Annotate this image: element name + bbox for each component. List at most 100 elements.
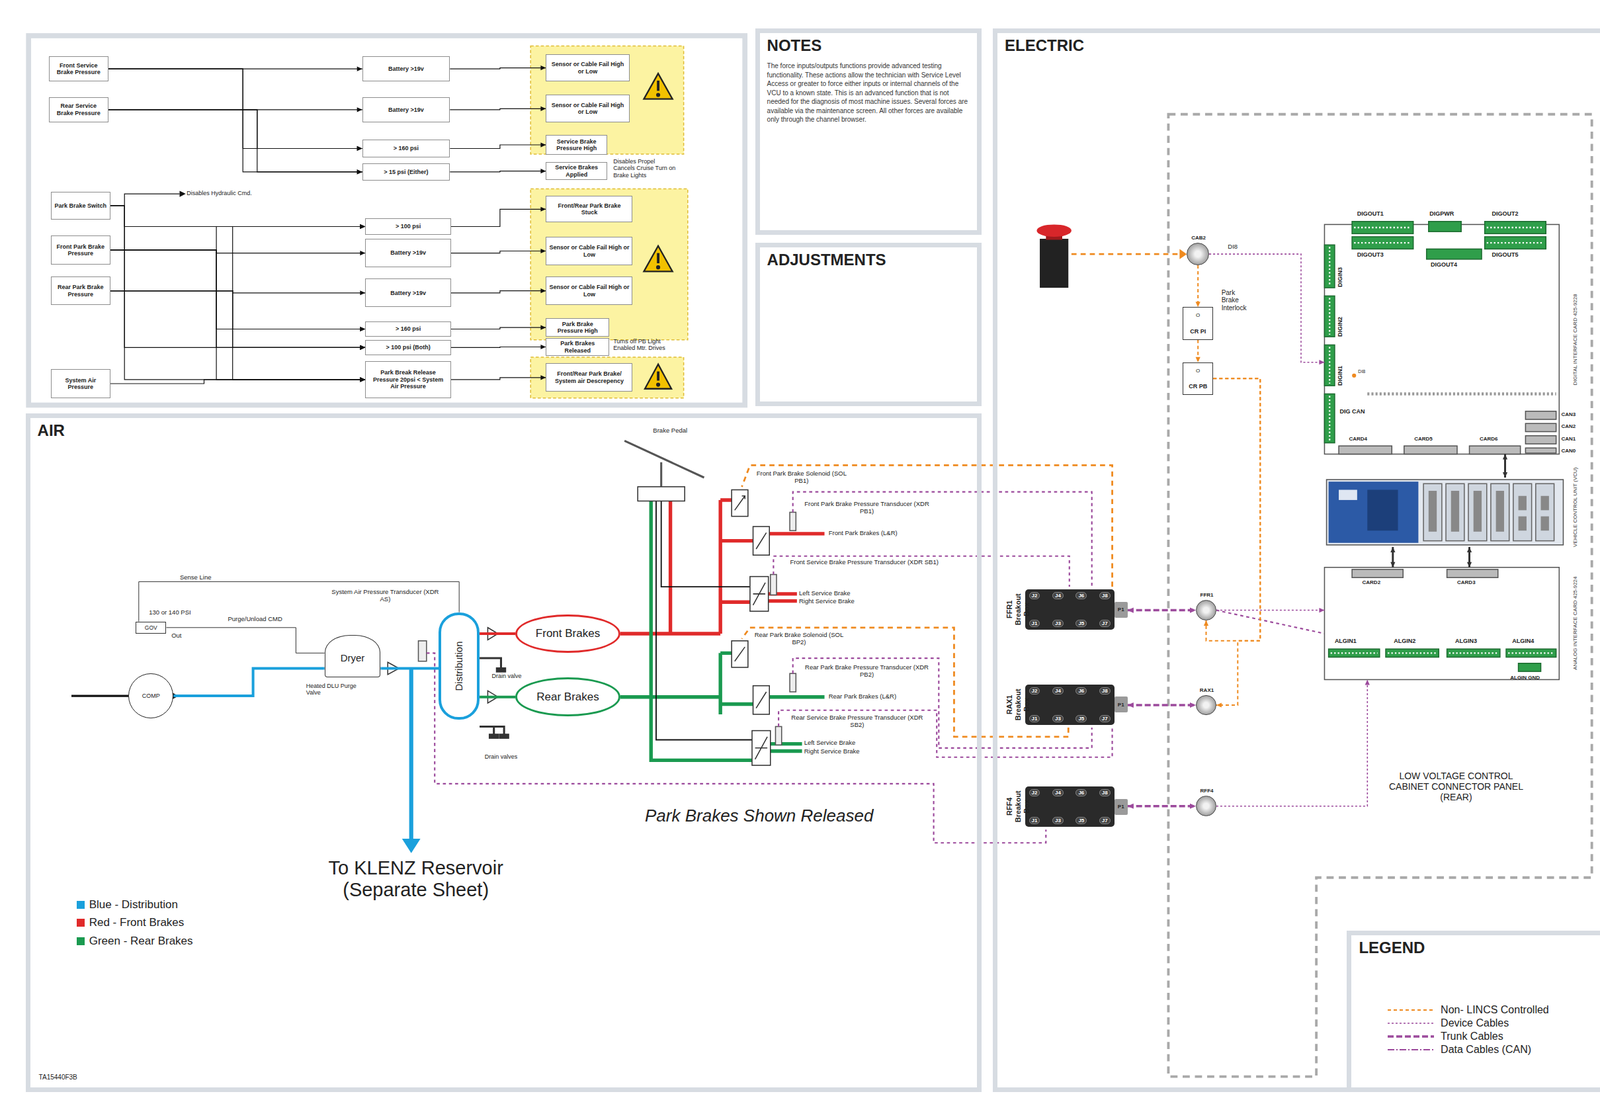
connector-line xyxy=(108,109,363,149)
device-cable xyxy=(426,492,1397,844)
relay: OCR PB xyxy=(1182,362,1214,395)
label-text: Rear Service Brake Pressure Transducer (… xyxy=(785,714,929,729)
pin-label: P1 xyxy=(1117,701,1125,708)
arrowhead xyxy=(1318,607,1325,613)
pin-label: J8 xyxy=(1099,687,1111,695)
node-text: > 160 psi xyxy=(365,144,448,152)
connector-line xyxy=(479,632,516,635)
connector xyxy=(138,581,460,622)
connector-line xyxy=(110,250,366,330)
logic-box: Front Park Brake Pressure xyxy=(50,235,110,264)
connector-line xyxy=(138,581,460,622)
pin-label: J5 xyxy=(1075,816,1087,825)
logic-box: > 15 psi (Either) xyxy=(362,163,451,181)
brake-pedal xyxy=(624,440,704,501)
legend-sample xyxy=(1387,1046,1434,1053)
label-text: Turns off PB Light Enabled Mtr. Drives xyxy=(613,337,681,352)
leader-line xyxy=(124,193,180,206)
node-text: Front Park Brake Pressure xyxy=(54,243,107,258)
connector-line xyxy=(1127,804,1196,808)
connector-line xyxy=(380,667,439,671)
label-text: Right Service Brake xyxy=(804,748,860,756)
compressor: COMP xyxy=(128,673,174,719)
pin-label: J6 xyxy=(1075,687,1087,695)
edge-label: Sense Line xyxy=(178,573,213,581)
arrowhead xyxy=(1467,547,1472,553)
arrowhead xyxy=(1216,702,1222,708)
connector-line xyxy=(110,379,366,384)
node-text: Battery >19v xyxy=(368,249,448,256)
connector-line xyxy=(451,251,547,254)
pin-row: J1J3J5J7 xyxy=(1029,619,1111,628)
label-text: Park Brakes Shown Released xyxy=(644,806,874,827)
arrowhead xyxy=(1189,702,1196,708)
pin-row: J2J4J6J8 xyxy=(1029,789,1111,797)
node-text: Sensor or Cable Fail High or Low xyxy=(548,244,630,258)
connector-plug: RAX1 xyxy=(1195,695,1217,716)
label-text: ALGIN3 xyxy=(1455,637,1477,645)
arrowhead xyxy=(1365,679,1370,685)
label-text: DIGPWR xyxy=(1429,210,1454,217)
pin-label: J1 xyxy=(1029,715,1041,723)
label-text: Brake Pedal xyxy=(652,427,688,435)
connector xyxy=(1195,265,1201,307)
panel-heading: ADJUSTMENTS xyxy=(767,250,970,270)
arrowhead xyxy=(1189,803,1196,809)
governor: GOV xyxy=(135,621,167,635)
plug-tab: P1 xyxy=(1114,601,1128,618)
node-text: > 160 psi xyxy=(368,325,448,333)
breakout-body: J2J4J6J8J1J3J5J7 xyxy=(1025,786,1115,827)
arrowhead xyxy=(359,224,366,229)
legend-text: Red - Front Brakes xyxy=(89,916,185,930)
node-text: Front Brakes xyxy=(535,627,600,641)
arrowhead xyxy=(1390,562,1395,568)
connector xyxy=(1127,607,1196,613)
logic-box: Service Brake Pressure High xyxy=(545,134,608,156)
legend-line xyxy=(1387,1009,1434,1011)
arrowhead xyxy=(1502,472,1508,478)
connector xyxy=(449,65,546,71)
arrowhead xyxy=(540,325,546,331)
node-text: O xyxy=(1195,312,1200,319)
node-text: Sensor or Cable Fail High or Low xyxy=(548,283,630,298)
logic-box: Front/Rear Park Brake Stuck xyxy=(545,195,633,223)
connector xyxy=(1213,378,1261,708)
connector xyxy=(108,109,363,175)
node-text: Service Brakes Applied xyxy=(548,164,604,178)
pin-label: J3 xyxy=(1052,715,1064,723)
pin-label: J3 xyxy=(1052,816,1064,825)
label-text: ALGIN1 xyxy=(1334,637,1357,645)
node-text: Front/Rear Park Brake Stuck xyxy=(548,202,630,217)
connector-line xyxy=(449,171,546,172)
breakout-body: J2J4J6J8J1J3J5J7 xyxy=(1025,684,1115,725)
connector xyxy=(110,250,366,382)
node-text: O xyxy=(1195,367,1200,374)
terminal-block xyxy=(1324,221,1556,672)
legend-row: Blue - Distribution xyxy=(76,898,178,912)
logic-box: Park Break Release Pressure 20psi < Syst… xyxy=(365,361,452,399)
connector xyxy=(110,205,366,350)
connector-line xyxy=(451,209,547,227)
arrowhead xyxy=(359,326,366,332)
node-text: Park Break Release Pressure 20psi < Syst… xyxy=(368,369,448,390)
pin-row xyxy=(1329,227,1554,653)
connector xyxy=(1216,607,1325,613)
connector-line xyxy=(1213,378,1261,706)
arrowhead xyxy=(540,106,546,112)
node-text: Park Brake Switch xyxy=(54,202,107,210)
legend-text: Green - Rear Brakes xyxy=(89,934,194,948)
connector-line xyxy=(110,226,366,292)
label-text: DIGIN1 xyxy=(1336,365,1344,386)
arrowhead xyxy=(1179,248,1187,259)
panel-body: The force inputs/outputs functions provi… xyxy=(767,61,970,125)
pin-label: J4 xyxy=(1052,687,1064,695)
logic-box: Sensor or Cable Fail High or Low xyxy=(545,276,633,305)
arrowhead xyxy=(1127,803,1134,809)
connector xyxy=(1127,803,1196,809)
connector-line xyxy=(108,68,363,172)
connector-line xyxy=(108,68,363,149)
connector-line xyxy=(110,205,366,227)
non-lincs-cable xyxy=(742,253,1181,737)
plug-tab: P1 xyxy=(1114,799,1128,815)
label-text: CARD4 xyxy=(1348,435,1368,442)
